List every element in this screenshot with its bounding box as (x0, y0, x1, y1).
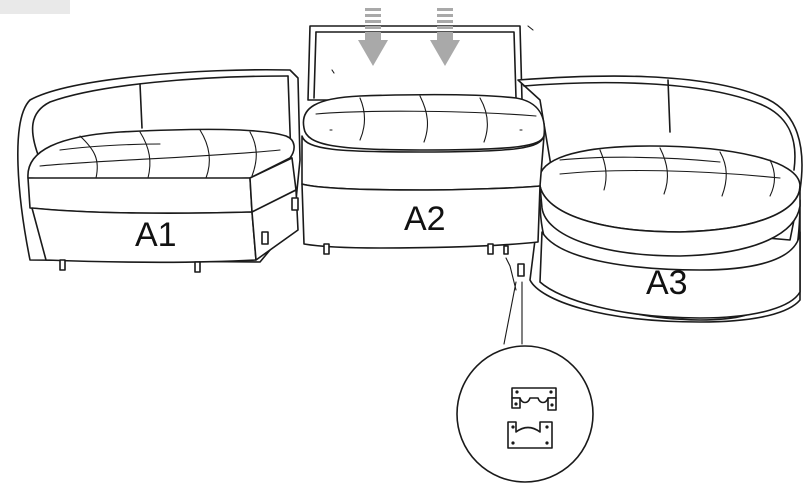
label-a3: A3 (646, 264, 688, 302)
label-a2: A2 (404, 200, 446, 238)
a2-backrest (307, 25, 534, 101)
a1-module (17, 68, 301, 273)
label-a1: A1 (135, 216, 177, 254)
down-arrow-icon (358, 8, 388, 66)
a2-module (301, 93, 546, 255)
connector-bracket-icon (511, 387, 557, 411)
a3-module (517, 75, 803, 323)
connector-bracket-icon (507, 421, 553, 449)
connector-callout (456, 257, 594, 483)
down-arrow-icon (430, 8, 460, 66)
corner-tab (0, 0, 70, 14)
